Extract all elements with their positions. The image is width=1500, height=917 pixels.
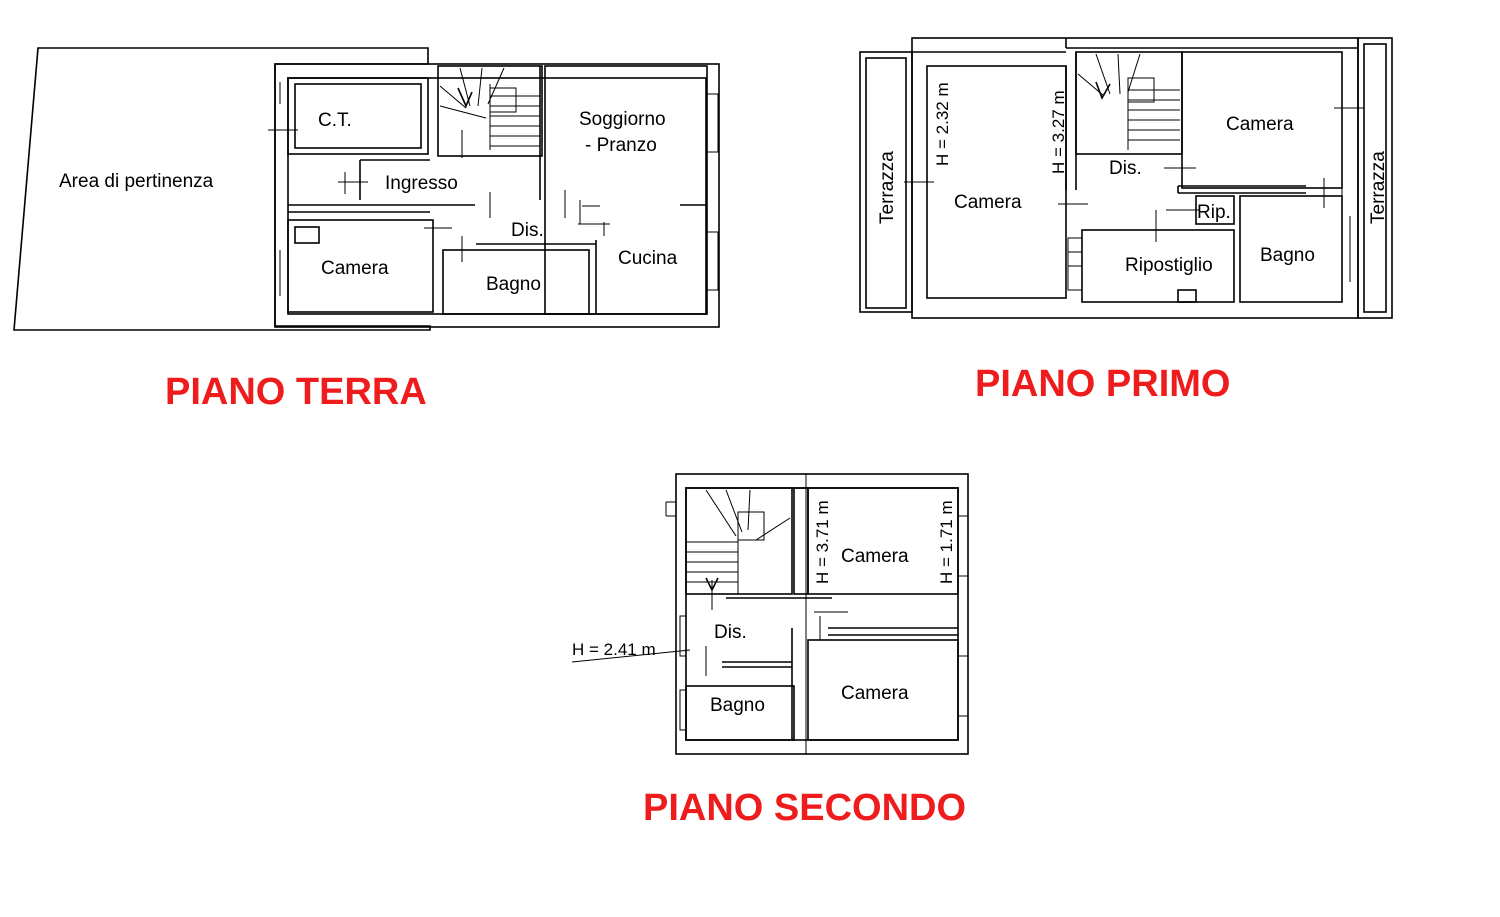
first-floor-plan: [859, 37, 1393, 319]
second-floor-plan: [571, 473, 969, 755]
label-dis-second: Dis.: [714, 622, 747, 643]
label-camera-ground: Camera: [321, 258, 389, 279]
label-rip: Rip.: [1197, 202, 1231, 223]
label-bagno-second: Bagno: [710, 695, 765, 716]
label-camera-second-top: Camera: [841, 546, 909, 567]
height-dis-second: H = 2.41 m: [572, 640, 656, 659]
label-area-di-pertinenza: Area di pertinenza: [59, 171, 214, 192]
label-camera-right: Camera: [1226, 114, 1294, 135]
height-stair-second: H = 3.71 m: [813, 500, 832, 584]
label-camera-left: Camera: [954, 192, 1022, 213]
label-pranzo: - Pranzo: [585, 135, 657, 156]
label-ingresso: Ingresso: [385, 173, 458, 194]
label-bagno-first: Bagno: [1260, 245, 1315, 266]
label-terrazza-right: Terrazza: [1368, 151, 1389, 224]
label-ripostiglio: Ripostiglio: [1125, 255, 1213, 276]
label-terrazza-left: Terrazza: [877, 151, 898, 224]
ground-floor-plan: [13, 47, 720, 331]
label-camera-second-bottom: Camera: [841, 683, 909, 704]
label-dis-first: Dis.: [1109, 158, 1142, 179]
height-camera-left: H = 2.32 m: [933, 82, 952, 166]
label-dis-ground: Dis.: [511, 220, 544, 241]
label-cucina: Cucina: [618, 248, 678, 269]
title-piano-primo: PIANO PRIMO: [975, 363, 1230, 405]
title-piano-terra: PIANO TERRA: [165, 371, 427, 413]
label-bagno-ground: Bagno: [486, 274, 541, 295]
height-camera-second: H = 1.71 m: [937, 500, 956, 584]
title-piano-secondo: PIANO SECONDO: [643, 787, 966, 829]
label-soggiorno: Soggiorno: [579, 109, 666, 130]
label-ct: C.T.: [318, 110, 352, 131]
height-dis-first: H = 3.27 m: [1049, 90, 1068, 174]
